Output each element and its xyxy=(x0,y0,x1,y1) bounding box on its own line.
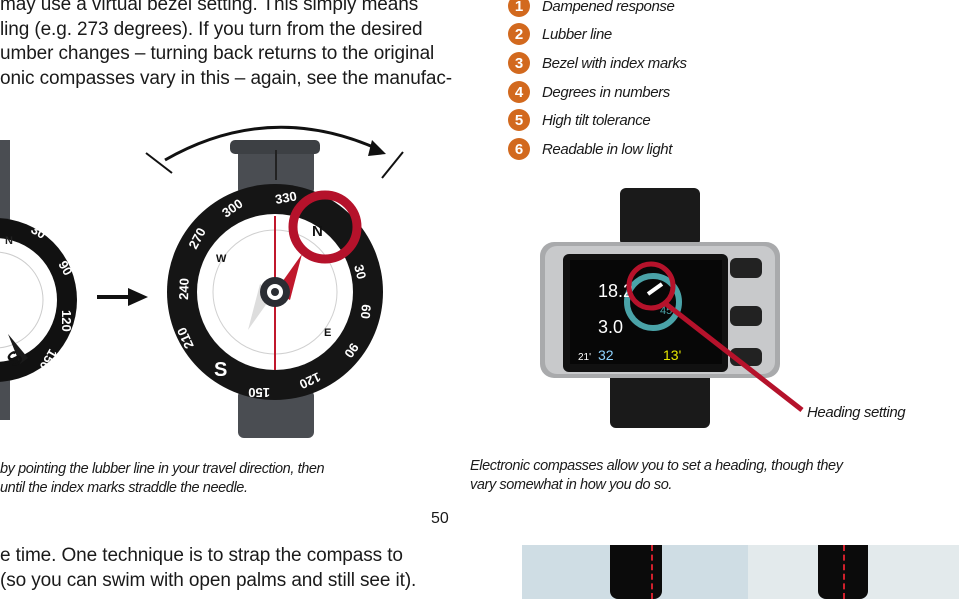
direction-line xyxy=(651,545,653,599)
compass-letter: S xyxy=(214,359,227,381)
bezel-mark: 150 xyxy=(248,385,270,400)
caption-line: Electronic compasses allow you to set a … xyxy=(470,458,843,474)
compass-illustration: 30 90 120 150 N S 330 300 270 240 xyxy=(0,125,404,438)
rotation-arrow-icon xyxy=(145,125,404,179)
feature-label: Degrees in numbers xyxy=(542,83,670,101)
bezel-mark: 240 xyxy=(176,278,192,300)
direction-line xyxy=(843,545,845,599)
feature-item: 5 High tilt tolerance xyxy=(508,108,651,132)
caption-left: by pointing the lubber line in your trav… xyxy=(0,460,325,498)
text-line: e time. One technique is to strap the co… xyxy=(0,545,403,566)
highlight-circle xyxy=(288,190,362,264)
depth-readout: 21' xyxy=(578,352,591,363)
diver-silhouette xyxy=(610,545,662,599)
compass-letter: N xyxy=(5,235,13,247)
feature-label: Bezel with index marks xyxy=(542,54,687,72)
arrow-icon xyxy=(97,288,148,306)
feature-label: Lubber line xyxy=(542,25,612,43)
text-line: onic compasses vary in this – again, see… xyxy=(0,67,452,89)
bezel-mark: 30 xyxy=(351,263,369,281)
number-badge: 4 xyxy=(508,81,530,103)
feature-label: High tilt tolerance xyxy=(542,111,651,129)
text-line: ling (e.g. 273 degrees). If you turn fro… xyxy=(0,18,423,40)
depth-readout: 3.0 xyxy=(598,317,623,337)
depth-readout: 13' xyxy=(663,347,681,363)
bezel-mark: 90 xyxy=(341,340,362,360)
number-badge: 5 xyxy=(508,109,530,131)
feature-item: 4 Degrees in numbers xyxy=(508,80,670,104)
feature-item: 1 Dampened response xyxy=(508,0,675,18)
top-paragraph: may use a virtual bezel setting. This si… xyxy=(0,0,452,91)
number-badge: 6 xyxy=(508,138,530,160)
right-compass: 330 300 270 240 210 30 60 90 120 150 W N… xyxy=(167,140,383,438)
feature-item: 3 Bezel with index marks xyxy=(508,51,687,75)
bezel-mark: 330 xyxy=(274,188,298,207)
depth-readout: 32 xyxy=(598,347,614,363)
number-badge: 2 xyxy=(508,23,530,45)
caption-line: by pointing the lubber line in your trav… xyxy=(0,461,325,477)
callout-line xyxy=(664,302,804,412)
bottom-paragraph: e time. One technique is to strap the co… xyxy=(0,544,416,593)
text-line: may use a virtual bezel setting. This si… xyxy=(0,0,419,15)
compass-letter: W xyxy=(216,253,227,265)
compass-letter: N xyxy=(312,223,323,240)
feature-item: 6 Readable in low light xyxy=(508,137,672,161)
depth-readout: 18.2 xyxy=(598,281,633,301)
feature-label: Readable in low light xyxy=(542,140,673,158)
left-compass: 30 90 120 150 N S xyxy=(0,140,77,420)
bezel-mark: 60 xyxy=(358,304,374,320)
number-badge: 3 xyxy=(508,52,530,74)
bezel-mark: 30 xyxy=(29,222,49,242)
bezel-mark: 90 xyxy=(55,258,75,278)
feature-label: Dampened response xyxy=(542,0,675,15)
number-badge: 1 xyxy=(508,0,530,17)
page-number: 50 xyxy=(431,510,449,527)
highlight-circle xyxy=(626,261,676,311)
dive-computer-illustration: 18.2 3.0 32 13' 21' 45 xyxy=(540,188,804,428)
photo-strip xyxy=(522,545,959,599)
text-line: umber changes – turning back returns to … xyxy=(0,43,435,64)
text-line: (so you can swim with open palms and sti… xyxy=(0,569,417,591)
compass-letter: E xyxy=(324,327,331,339)
caption-line: vary somewhat in how you do so. xyxy=(470,477,672,493)
caption-line: until the index marks straddle the needl… xyxy=(0,480,248,496)
callout-label: Heading setting xyxy=(807,404,906,421)
caption-right: Electronic compasses allow you to set a … xyxy=(470,457,843,495)
bezel-mark: 120 xyxy=(59,310,74,332)
feature-item: 2 Lubber line xyxy=(508,22,612,46)
